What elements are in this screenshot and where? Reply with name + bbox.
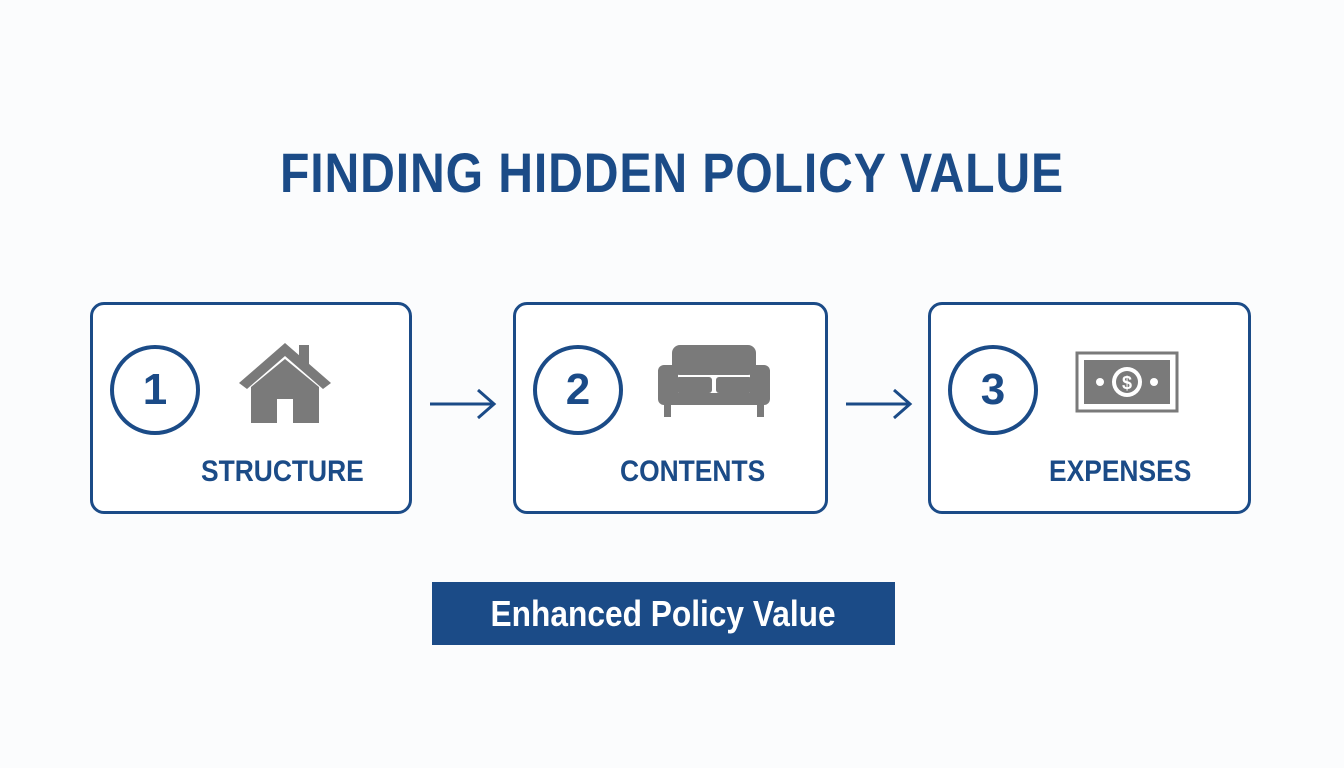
step-number-badge: 3 bbox=[948, 345, 1038, 435]
step-expenses: 3 $ EXPENSES bbox=[928, 302, 1251, 514]
step-label: CONTENTS bbox=[620, 455, 766, 488]
house-icon bbox=[239, 343, 331, 423]
step-label: EXPENSES bbox=[1049, 455, 1192, 488]
svg-text:$: $ bbox=[1122, 373, 1132, 393]
step-structure: 1 STRUCTURE bbox=[90, 302, 412, 514]
step-number-badge: 2 bbox=[533, 345, 623, 435]
sofa-icon bbox=[658, 345, 770, 417]
step-number-badge: 1 bbox=[110, 345, 200, 435]
step-contents: 2 CONTENTS bbox=[513, 302, 828, 514]
arrow-right-icon bbox=[846, 388, 913, 420]
arrow-right-icon bbox=[430, 388, 497, 420]
result-label: Enhanced Policy Value bbox=[490, 592, 837, 634]
page-title: FINDING HIDDEN POLICY VALUE bbox=[279, 141, 1065, 204]
result-banner: Enhanced Policy Value bbox=[432, 582, 895, 645]
step-label: STRUCTURE bbox=[201, 455, 364, 488]
dollar-bill-icon: $ bbox=[1075, 351, 1179, 413]
